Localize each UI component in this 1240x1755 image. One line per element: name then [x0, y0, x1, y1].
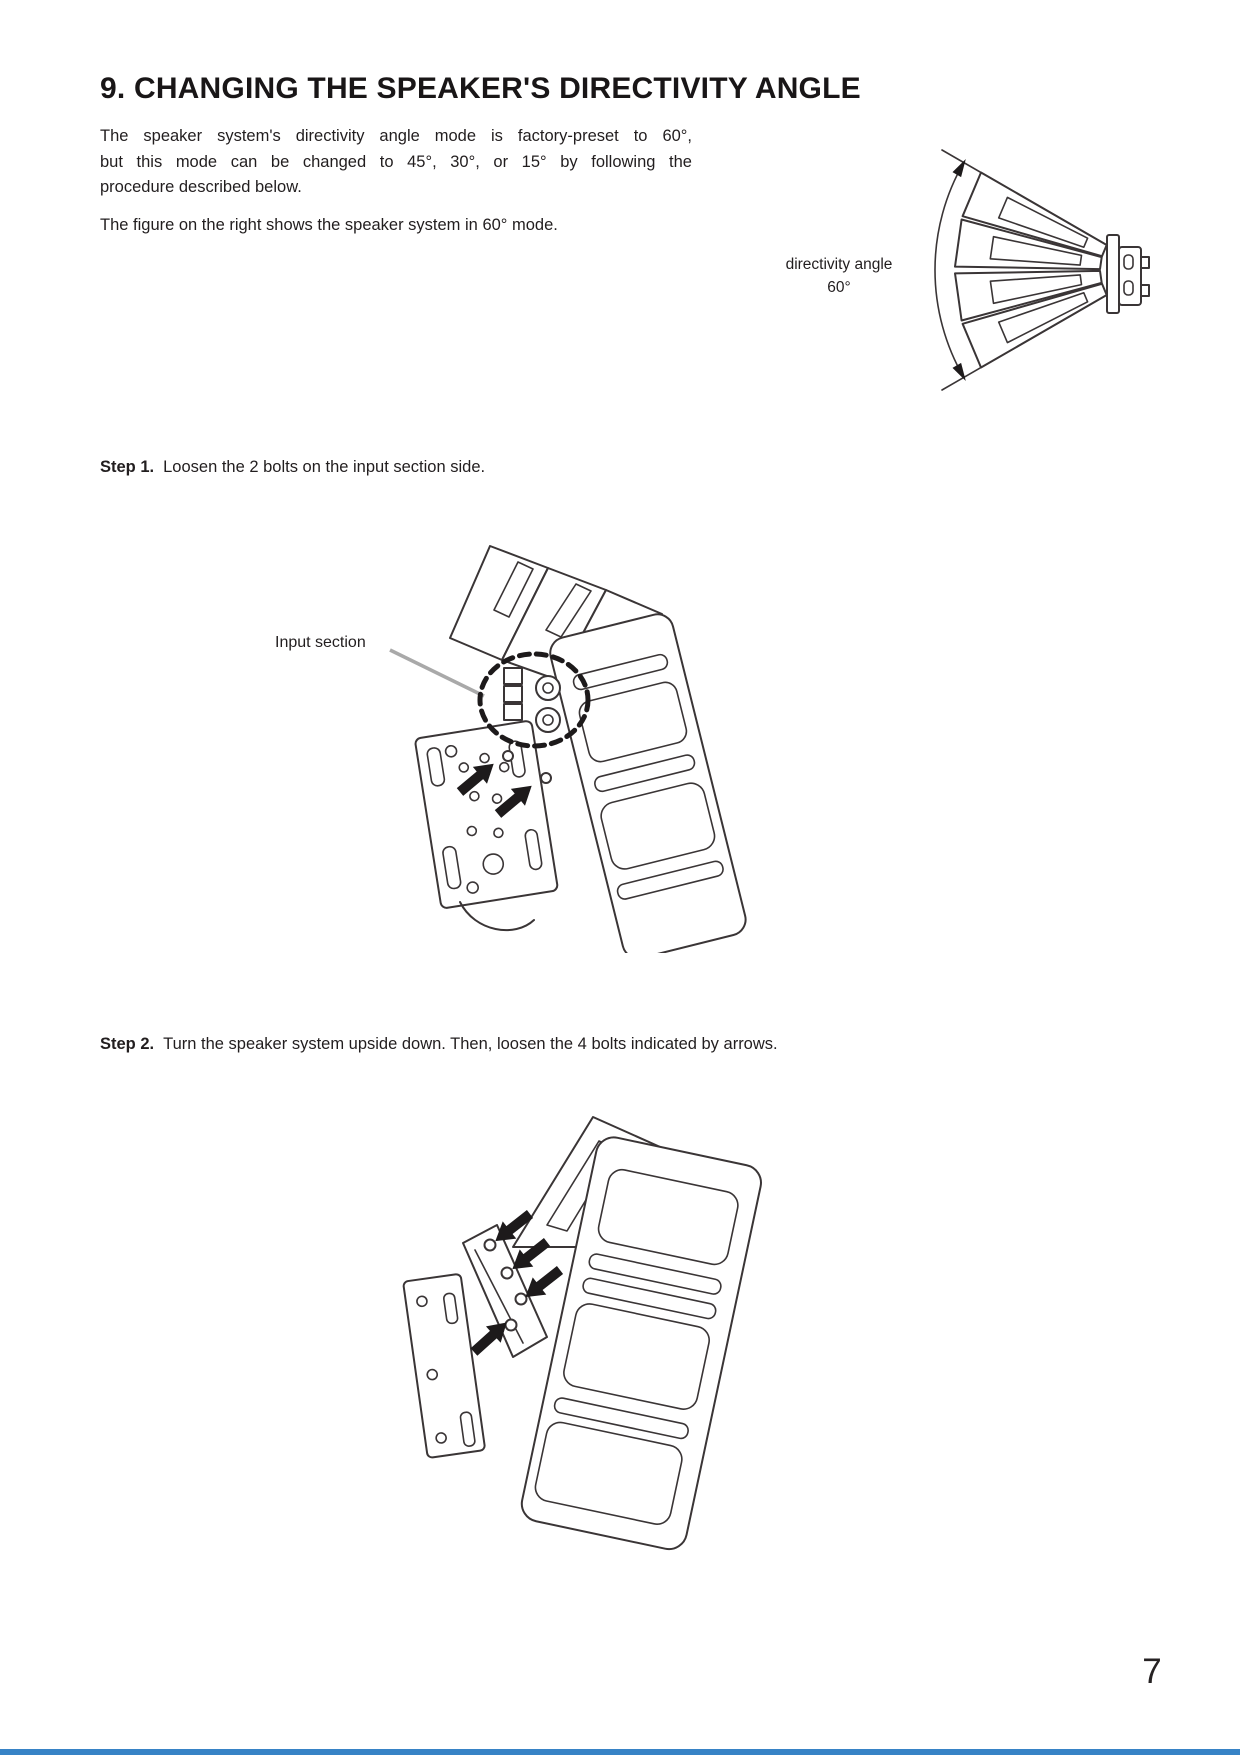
bolt	[483, 1238, 497, 1252]
speaker-body	[549, 613, 747, 960]
handle	[459, 901, 535, 932]
speaker-step2-drawing	[402, 1116, 762, 1551]
page-number: 7	[1142, 1652, 1162, 1691]
bolt	[502, 750, 514, 762]
bolt	[500, 1266, 514, 1280]
figure-note: The figure on the right shows the speake…	[100, 216, 558, 234]
speaker-fan-drawing	[934, 149, 1150, 391]
intro-paragraph: The speaker system's directivity angle m…	[100, 124, 692, 201]
bolt	[540, 772, 552, 784]
input-section-highlight	[477, 651, 591, 749]
angle-arc	[934, 161, 965, 379]
speaker-connector	[535, 707, 561, 733]
page-title: 9. CHANGING THE SPEAKER'S DIRECTIVITY AN…	[100, 72, 861, 105]
step-2-label: Step 2.	[100, 1035, 155, 1053]
mounting-plate	[414, 720, 559, 909]
step-2-instruction: Step 2. Turn the speaker system upside do…	[100, 1035, 778, 1054]
directivity-angle-label: directivity angle 60°	[785, 256, 893, 296]
step-1-figure: Input section	[250, 488, 755, 960]
directivity-angle-figure: directivity angle 60°	[755, 105, 1240, 420]
step-1-instruction: Step 1. Loosen the 2 bolts on the input s…	[100, 458, 485, 477]
intro-line: The speaker system's directivity angle m…	[100, 127, 692, 145]
step-2-figure	[395, 1085, 780, 1555]
bolt	[514, 1292, 528, 1306]
intro-line: procedure described below.	[100, 178, 302, 196]
rear-bracket	[1106, 234, 1150, 314]
bolt	[504, 1318, 518, 1332]
speaker-connector	[535, 675, 561, 701]
footer-accent-bar	[0, 1749, 1240, 1755]
input-section	[477, 651, 591, 749]
arc-arrowhead-icon	[952, 159, 966, 178]
hinge-strap	[462, 1224, 548, 1358]
callout-leader-line	[389, 648, 485, 698]
step-2-text: Turn the speaker system upside down. The…	[163, 1035, 778, 1053]
arc-arrowhead-icon	[952, 362, 966, 381]
mounting-plate	[402, 1273, 486, 1459]
speaker-step1-drawing	[389, 545, 747, 960]
speaker-wedges	[954, 171, 1108, 369]
speaker-body	[520, 1136, 762, 1551]
intro-line: but this mode can be changed to 45°, 30°…	[100, 152, 692, 171]
input-section-callout: Input section	[275, 634, 366, 651]
step-1-label: Step 1.	[100, 458, 155, 476]
step-1-text: Loosen the 2 bolts on the input section …	[163, 458, 486, 476]
